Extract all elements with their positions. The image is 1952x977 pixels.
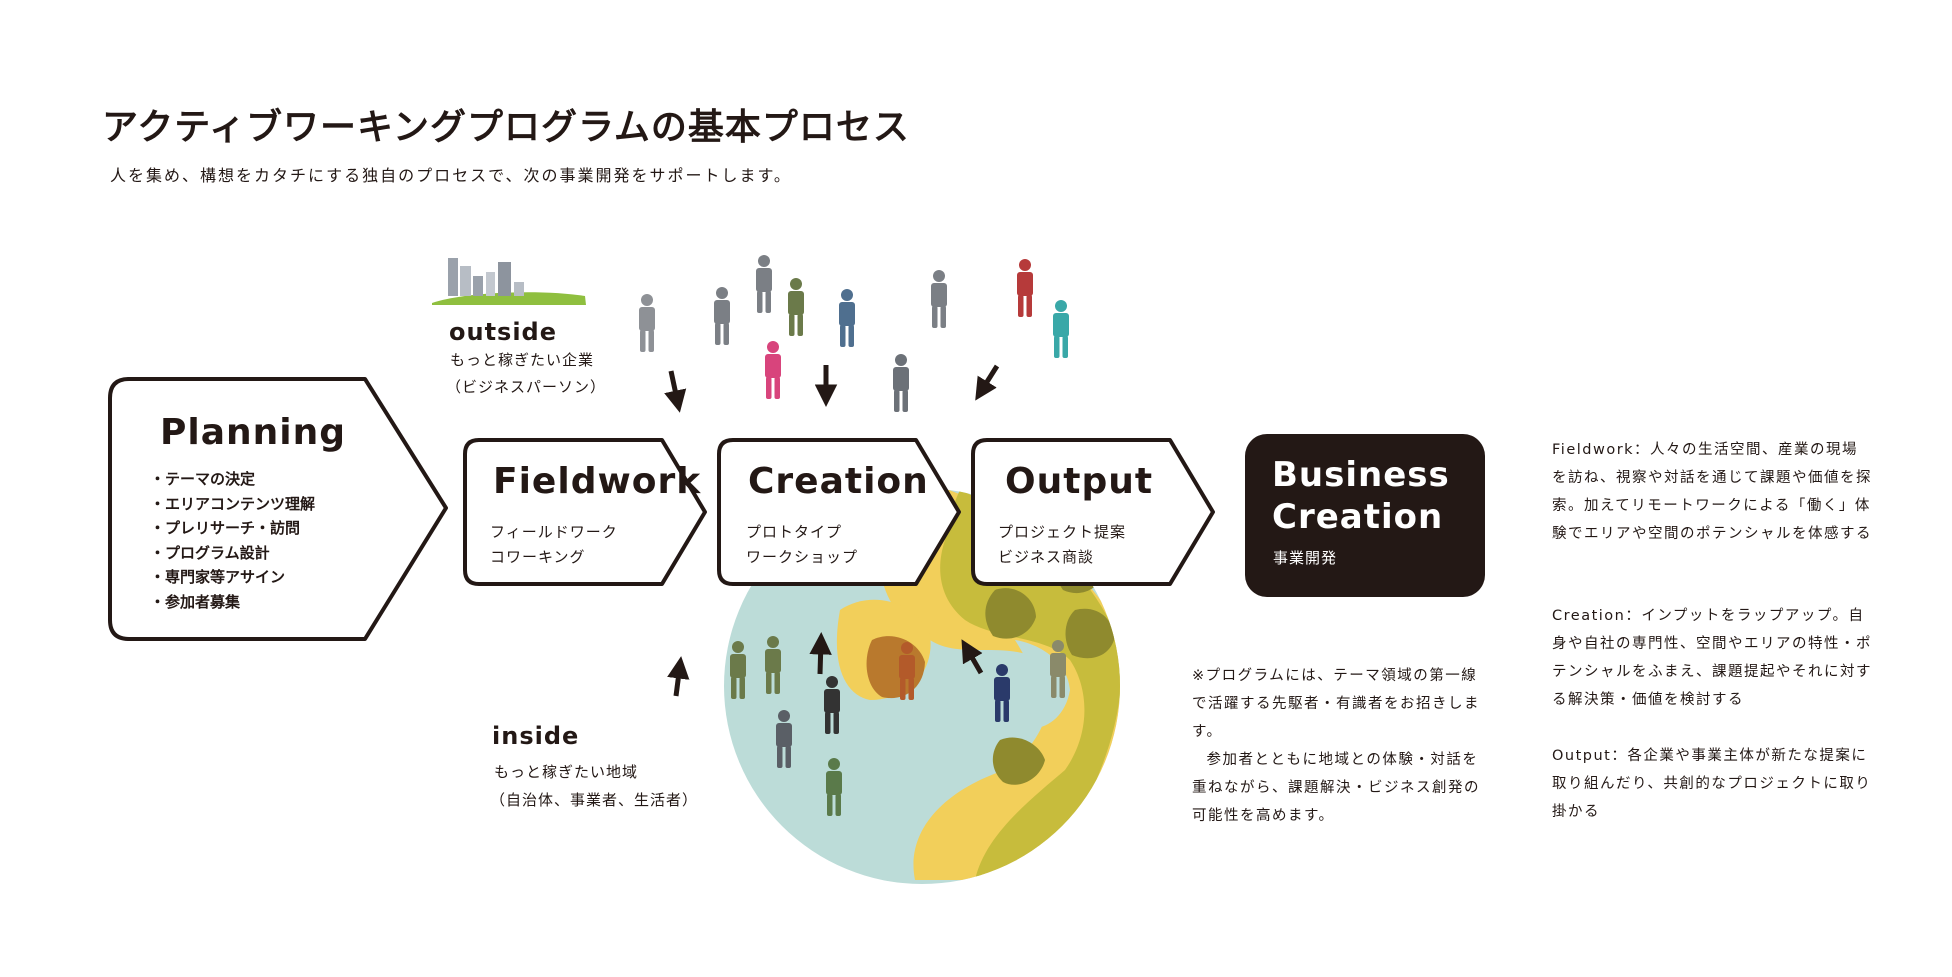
business-creation-sub: 事業開発 xyxy=(1273,549,1338,567)
outside-heading: outside xyxy=(449,318,558,346)
planning-item: プログラム設計 xyxy=(150,541,315,566)
fieldwork-sub1: フィールドワーク xyxy=(490,523,618,541)
flow-arrows xyxy=(664,364,1000,697)
inside-line1: もっと稼ぎたい地域 xyxy=(494,763,639,781)
outside-arrow-fieldwork xyxy=(664,370,687,413)
planning-title: Planning xyxy=(160,412,347,453)
planning-item: 参加者募集 xyxy=(150,590,315,615)
planning-item: プレリサーチ・訪問 xyxy=(150,516,315,541)
outside-people-illustration xyxy=(639,255,1069,412)
outside-arrow-output xyxy=(975,364,1000,401)
fieldwork-title: Fieldwork xyxy=(493,461,702,502)
page-subtitle: 人を集め、構想をカタチにする独自のプロセスで、次の事業開発をサポートします。 xyxy=(110,166,792,185)
planning-item: エリアコンテンツ理解 xyxy=(150,492,315,517)
output-title: Output xyxy=(1005,461,1154,502)
inside-line2: （自治体、事業者、生活者） xyxy=(490,791,699,809)
planning-item: テーマの決定 xyxy=(150,467,315,492)
page-title: アクティブワーキングプログラムの基本プロセス xyxy=(102,107,910,148)
planning-item: 専門家等アサイン xyxy=(150,565,315,590)
program-note: ※プログラムには、テーマ領域の第一線で活躍する先駆者・有識者をお招きします。 参… xyxy=(1192,662,1482,830)
city-illustration xyxy=(432,258,586,305)
creation-description: Creation：インプットをラップアップ。自身や自社の専門性、空間やエリアの特… xyxy=(1552,608,1872,708)
output-chevron xyxy=(971,438,1215,586)
fieldwork-chevron xyxy=(463,438,707,586)
output-sub1: プロジェクト提案 xyxy=(998,523,1127,541)
creation-sub1: プロトタイプ xyxy=(746,523,843,541)
outside-line2: （ビジネスパーソン） xyxy=(446,378,607,396)
planning-items: テーマの決定 エリアコンテンツ理解 プレリサーチ・訪問 プログラム設計 専門家等… xyxy=(150,467,315,614)
program-note-p2: 参加者とともに地域との体験・対話を重ねながら、課題解決・ビジネス創発の可能性を高… xyxy=(1192,752,1480,824)
business-creation-box: Business Creation 事業開発 xyxy=(1245,434,1485,597)
outside-line1: もっと稼ぎたい企業 xyxy=(450,351,595,369)
program-note-p1: ※プログラムには、テーマ領域の第一線で活躍する先駆者・有識者をお招きします。 xyxy=(1192,668,1480,740)
output-description: Output：各企業や事業主体が新たな提案に取り組んだり、共創的なプロジェクトに… xyxy=(1552,748,1872,820)
inside-arrow-fieldwork xyxy=(667,656,690,697)
business-creation-title: Business Creation xyxy=(1272,455,1450,537)
inside-heading: inside xyxy=(492,722,580,750)
creation-title: Creation xyxy=(748,461,929,502)
creation-sub2: ワークショップ xyxy=(746,548,859,566)
output-sub2: ビジネス商談 xyxy=(998,548,1095,566)
fieldwork-description: Fieldwork：人々の生活空間、産業の現場を訪ね、視察や対話を通じて課題や価… xyxy=(1552,442,1872,542)
inside-arrow-output xyxy=(961,639,984,675)
inside-arrow-creation xyxy=(809,632,832,675)
fieldwork-sub2: コワーキング xyxy=(490,548,586,566)
creation-chevron xyxy=(717,438,961,586)
